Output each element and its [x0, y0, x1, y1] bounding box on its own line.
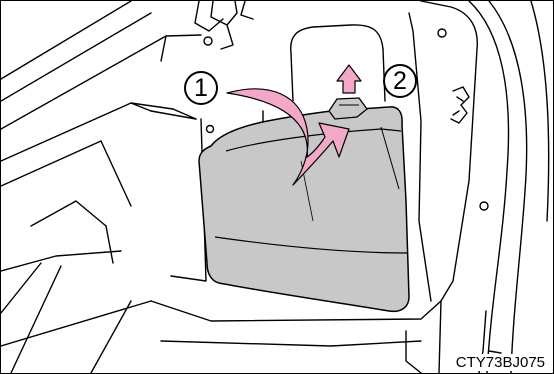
left-trunk-wall — [1, 1, 206, 373]
step-2-label: 2 — [383, 64, 417, 98]
figure-code: CTY73BJ075 — [454, 354, 547, 371]
tie-down-hook — [451, 87, 469, 123]
trunk-side-cover — [199, 107, 409, 311]
step-1-label: 1 — [184, 71, 218, 105]
hinge-bracket — [195, 1, 253, 49]
step-2-arrow — [337, 65, 361, 93]
